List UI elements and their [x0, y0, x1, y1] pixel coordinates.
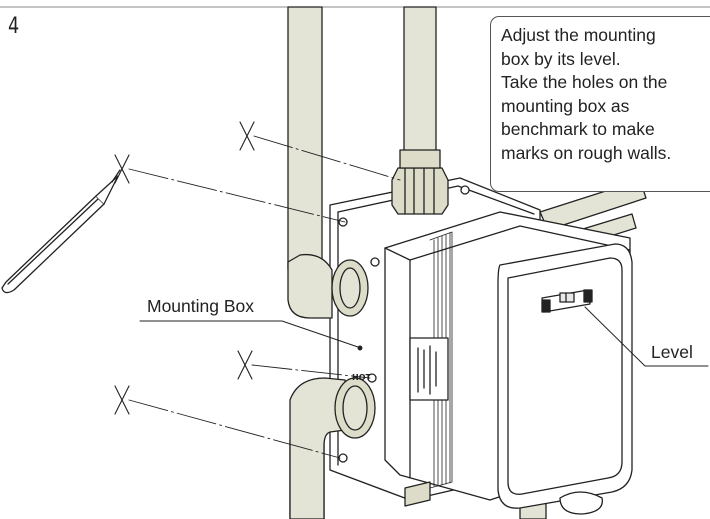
mounting-hole — [370, 257, 380, 267]
pipe-elbow-lower — [289, 377, 376, 519]
cross-mark-icon — [239, 121, 255, 151]
instruction-callout: Adjust the mounting box by its level. Ta… — [490, 16, 710, 192]
supply-pipe-left — [287, 6, 323, 270]
supply-pipe-right — [403, 6, 437, 168]
mounting-hole — [460, 185, 470, 195]
callout-line: mounting box as — [501, 95, 630, 116]
level-label: Level — [651, 342, 693, 362]
pipe-union-nut-top — [391, 149, 449, 215]
mounting-box-label: Mounting Box — [147, 296, 255, 316]
cross-mark-icon — [114, 154, 130, 184]
callout-line: benchmark to make — [501, 119, 655, 139]
callout-line: box by its level. — [501, 48, 621, 69]
bubble-level-icon — [541, 289, 593, 313]
cross-mark-icon — [237, 350, 253, 380]
mounting-hole — [338, 217, 348, 227]
cover-sticker — [409, 337, 449, 401]
callout-line: Adjust the mounting — [501, 25, 656, 45]
cross-mark-icon — [114, 385, 130, 415]
drain-knob — [559, 491, 603, 515]
leader-mounting-box — [139, 320, 359, 348]
cover-body — [384, 211, 633, 515]
projection-lines — [128, 135, 401, 459]
callout-line: marks on rough walls. — [501, 142, 672, 163]
pencil-icon — [1, 169, 121, 294]
pipe-elbow-upper — [287, 253, 369, 319]
leader-level — [584, 306, 709, 367]
callout-line: Take the holes on the — [501, 72, 668, 92]
step-number: 4 — [8, 14, 20, 39]
